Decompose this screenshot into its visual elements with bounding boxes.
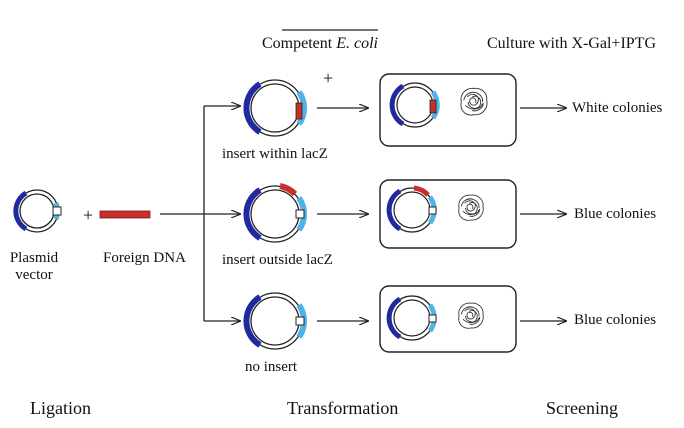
plasmid-label-line2: vector: [15, 267, 53, 283]
cell-plasmid-bottom: [386, 295, 437, 341]
bacterial-chromosome-middle: [458, 194, 484, 221]
culture-label: Culture with X-Gal+IPTG: [487, 35, 656, 52]
branch-label-no-insert: no insert: [245, 359, 298, 375]
cell-plasmid-top: [389, 82, 440, 128]
ecoli-cell-top: [379, 73, 517, 147]
ecoli-cell-middle: [379, 179, 517, 249]
bacterial-chromosome-top: [460, 87, 488, 116]
stage-ligation: Ligation: [30, 398, 91, 418]
plasmid-insert-outside-lacz: [243, 183, 308, 243]
ecoli-species: E. coli: [336, 35, 378, 52]
branch-label-insert-outside-lacz: insert outside lacZ: [222, 252, 333, 268]
foreign-dna-label: Foreign DNA: [103, 250, 186, 266]
ecoli-cell-bottom: [379, 285, 517, 353]
bacterial-chromosome-bottom: [458, 302, 484, 329]
result-blue-colonies-outside: Blue colonies: [574, 206, 657, 222]
plasmid-label-line1: Plasmid: [9, 250, 59, 266]
ligation-plus-sign: +: [83, 205, 94, 225]
foreign-dna-bar: [99, 210, 151, 219]
stage-screening: Screening: [546, 398, 618, 418]
competent-prefix: Competent: [262, 35, 337, 52]
cell-plasmid-middle: [386, 185, 437, 233]
transformation-plus-sign: +: [323, 68, 334, 88]
branch-label-insert-within-lacz: insert within lacZ: [222, 146, 328, 162]
stage-transformation: Transformation: [287, 398, 399, 418]
plasmid-vector-diagram: [13, 189, 62, 233]
plasmid-no-insert: [243, 292, 308, 350]
result-white-colonies: White colonies: [572, 100, 663, 116]
plasmid-insert-within-lacz: [243, 79, 308, 137]
competent-ecoli-label: Competent E. coli: [262, 35, 378, 53]
result-blue-colonies-no-insert: Blue colonies: [574, 312, 657, 328]
